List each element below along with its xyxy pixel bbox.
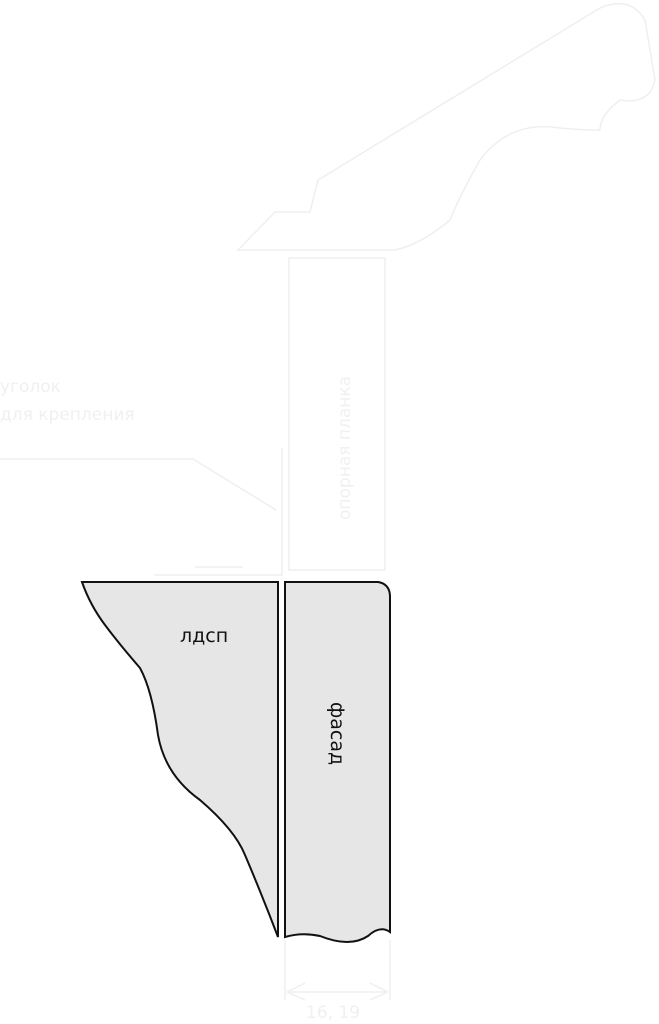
bracket-label-1: уголок [0, 377, 61, 397]
facade-label: фасад [326, 702, 348, 765]
thickness-dimension [284, 940, 391, 1001]
chipboard-shape [80, 581, 279, 938]
bracket-shape [154, 448, 283, 576]
support-bar-label: опорная планка [335, 376, 355, 520]
facade-shape [284, 581, 391, 943]
bracket-label-2: для крепления [0, 405, 135, 425]
chipboard-label: лдсп [180, 625, 228, 647]
thickness-label: 16, 19 [306, 1003, 360, 1023]
bracket-leader [0, 458, 277, 511]
cornice-profile [236, 2, 656, 251]
support-bar [288, 257, 386, 571]
